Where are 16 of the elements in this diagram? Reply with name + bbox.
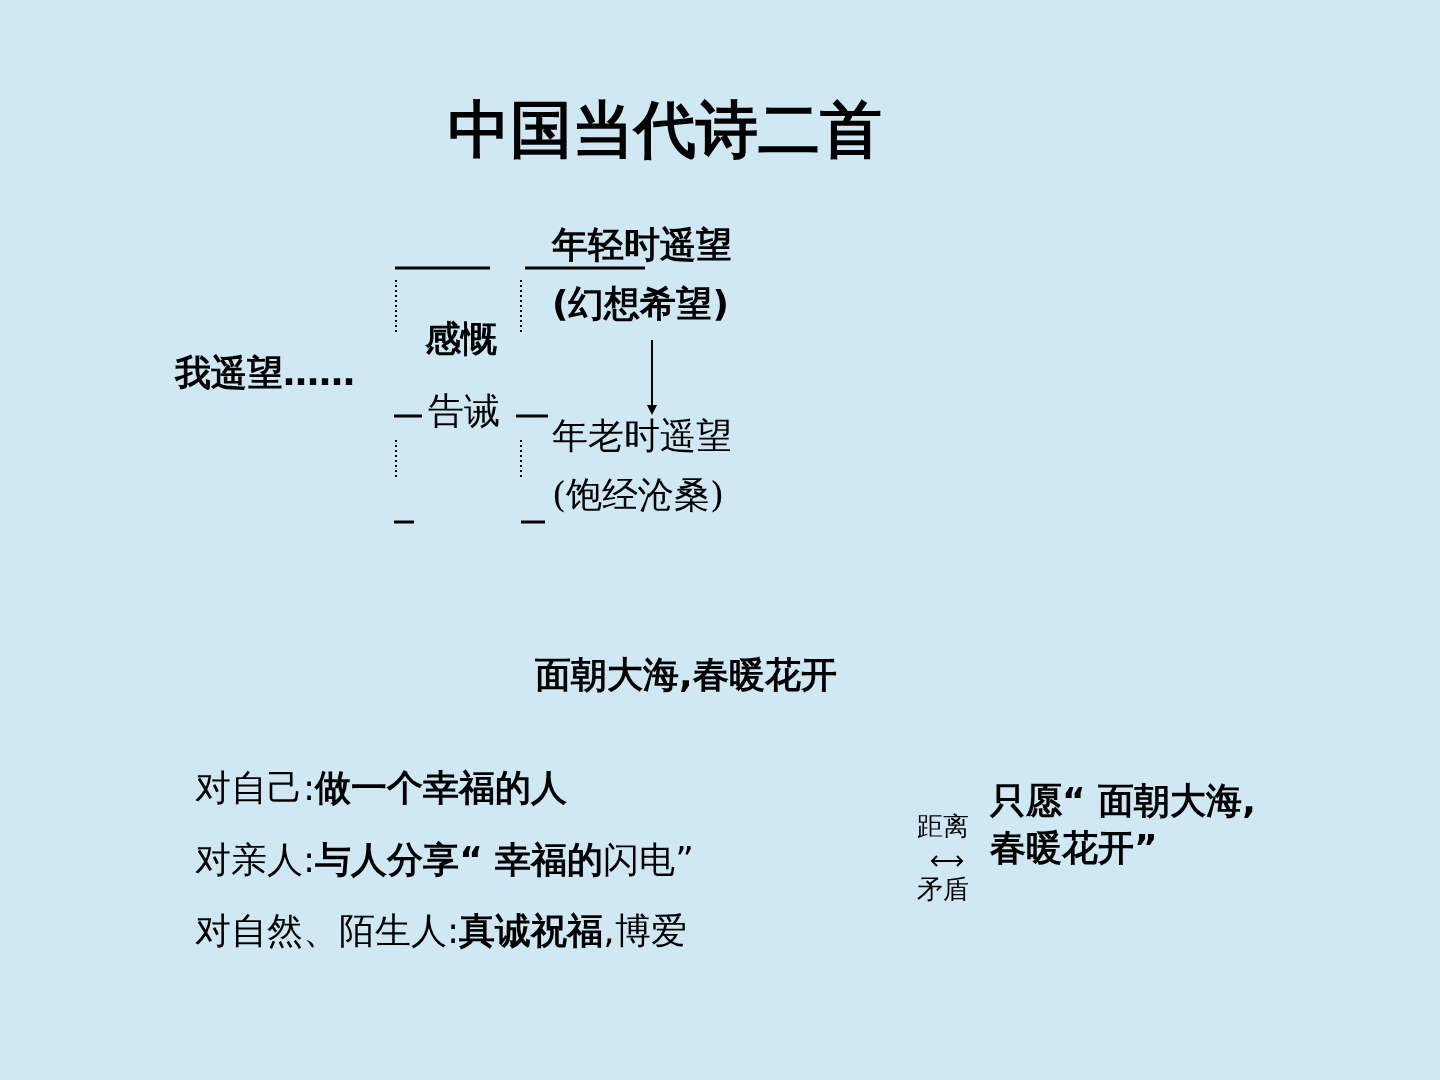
text-label: 对亲人:与人分享“ 幸福的闪电” [195,838,694,882]
text-label: 对自己:做一个幸福的人 [195,766,568,810]
node-text: 告诫 [428,390,500,432]
text-label: 对自然、陌生人:真诚祝福,博爱 [195,909,687,953]
node-text: 年老时遥望 [552,415,732,457]
node-text: 感慨 [425,318,497,360]
subtitle: 面朝大海,春暖花开 [535,653,837,697]
node-subtext: (幻想希望) [552,283,729,325]
text-label: 矛盾 [917,873,969,906]
text-label: 距离 [917,810,969,843]
node-text: 年轻时遥望 [552,224,732,266]
text-label: 只愿“ 面朝大海,春暖花开” [990,779,1257,870]
arrow [647,339,657,415]
node-subtext: (饱经沧桑) [552,474,725,516]
node-text: 我遥望…… [175,352,355,394]
title: 中国当代诗二首 [447,92,883,168]
